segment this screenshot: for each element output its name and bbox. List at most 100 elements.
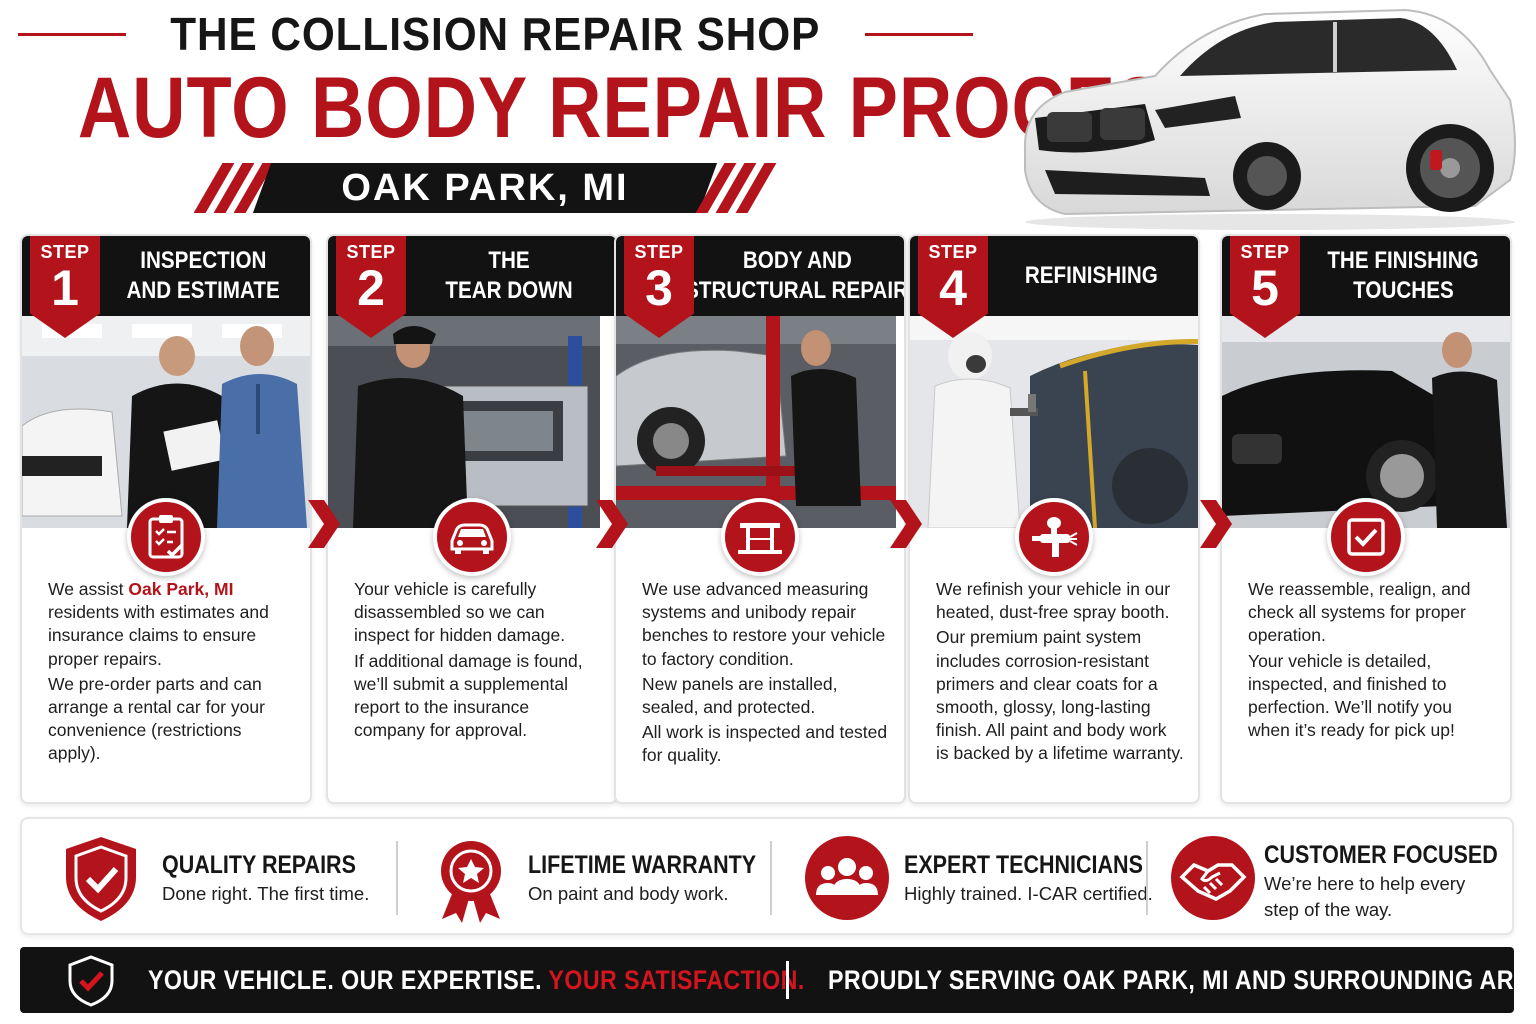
spray-gun-icon — [1015, 498, 1093, 576]
step-card-5: STEP 5 THE FINISHING TOUCHES We reassemb… — [1220, 234, 1512, 804]
shield-check-icon — [68, 955, 114, 1007]
tagline-white: YOUR VEHICLE. OUR EXPERTISE. — [148, 965, 542, 995]
feature-subtitle: We’re here to help every — [1264, 873, 1466, 894]
step-badge: STEP 2 — [336, 236, 406, 338]
shop-name: THE COLLISION REPAIR SHOP — [170, 8, 821, 60]
feature-subtitle: Highly trained. I-CAR certified. — [904, 883, 1153, 904]
step-word: STEP — [1240, 242, 1290, 262]
step-word: STEP — [40, 242, 90, 262]
step-word: STEP — [346, 242, 396, 262]
step-title: BODY AND STRUCTURAL REPAIR — [686, 236, 904, 316]
step-description: We reassemble, realign, and check all sy… — [1248, 578, 1496, 744]
divider-rule-left — [18, 32, 127, 36]
step-desc-paragraph: We pre-order parts and can arrange a ren… — [48, 673, 265, 764]
feature-divider — [396, 841, 398, 915]
footer-tagline: YOUR VEHICLE. OUR EXPERTISE. YOUR SATISF… — [148, 947, 805, 1013]
desc-text: residents with estimates and insurance c… — [48, 602, 269, 669]
step-desc-paragraph: We reassemble, realign, and check all sy… — [1248, 579, 1471, 646]
stripes-left — [193, 163, 275, 213]
white-sedan-image — [1023, 8, 1516, 230]
step-header: STEP 2 THE TEAR DOWN — [328, 236, 616, 338]
chevron-right-icon — [890, 500, 922, 548]
step-desc-paragraph: Your vehicle is carefully disassembled s… — [354, 579, 566, 646]
step-badge: STEP 5 — [1230, 236, 1300, 338]
chevron-right-icon — [308, 500, 340, 548]
step-number: 3 — [645, 260, 673, 316]
tagline-red: YOUR SATISFACTION. — [548, 965, 805, 995]
step-desc-paragraph: Our premium paint system includes corros… — [936, 627, 1184, 764]
step-desc-paragraph: We assist Oak Park, MI residents with es… — [48, 578, 296, 671]
step-badge: STEP 3 — [624, 236, 694, 338]
step-title: THE FINISHING TOUCHES — [1302, 236, 1504, 316]
step-title: REFINISHING — [990, 236, 1192, 316]
feature-quality-repairs: QUALITY REPAIRS Done right. The first ti… — [22, 819, 398, 937]
feature-expert-technicians: EXPERT TECHNICIANS Highly trained. I-CAR… — [772, 819, 1153, 937]
step-desc-paragraph: New panels are installed, sealed, and pr… — [642, 673, 838, 718]
step-card-2: STEP 2 THE TEAR DOWN Your vehicle is car… — [326, 234, 618, 804]
award-ribbon-icon — [441, 841, 501, 923]
step-number: 1 — [51, 260, 79, 316]
feature-divider — [1146, 841, 1148, 915]
step-desc-paragraph: If additional damage is found, we’ll sub… — [354, 650, 583, 741]
location-highlight: Oak Park, MI — [128, 579, 234, 599]
checkbox-icon — [1327, 498, 1405, 576]
clipboard-check-icon — [127, 498, 205, 576]
location-banner: OAK PARK, MI — [193, 163, 777, 213]
step-card-1: STEP 1 INSPECTION AND ESTIMATE We assist… — [20, 234, 312, 804]
step-title: INSPECTION AND ESTIMATE — [102, 236, 304, 316]
step-title-line2: STRUCTURAL REPAIR — [685, 277, 906, 304]
step-header: STEP 1 INSPECTION AND ESTIMATE — [22, 236, 310, 338]
step-title-line1: THE FINISHING — [1327, 247, 1479, 274]
step-description: Your vehicle is carefully disassembled s… — [354, 578, 602, 744]
feature-customer-focused: CUSTOMER FOCUSED We’re here to help ever… — [1148, 819, 1514, 937]
step-card-3: STEP 3 BODY AND STRUCTURAL REPAIR We use… — [614, 234, 906, 804]
feature-title: EXPERT TECHNICIANS — [904, 851, 1143, 879]
step-title-line1: REFINISHING — [1024, 262, 1158, 289]
shop-name-line: THE COLLISION REPAIR SHOP — [18, 8, 974, 60]
step-word: STEP — [634, 242, 684, 262]
finishing-touches-photo — [1222, 316, 1510, 528]
step-badge: STEP 1 — [30, 236, 100, 338]
step-title-line2: TOUCHES — [1352, 277, 1454, 304]
step-title-line2: TEAR DOWN — [445, 277, 573, 304]
feature-subtitle: On paint and body work. — [528, 883, 729, 904]
step-desc-paragraph: Your vehicle is detailed, inspected, and… — [1248, 650, 1455, 741]
feature-subtitle: Done right. The first time. — [162, 883, 370, 904]
inspection-photo — [22, 316, 310, 528]
feature-lifetime-warranty: LIFETIME WARRANTY On paint and body work… — [398, 819, 770, 937]
header: THE COLLISION REPAIR SHOP AUTO BODY REPA… — [0, 0, 1216, 225]
feature-title: QUALITY REPAIRS — [162, 851, 356, 879]
service-area-text: PROUDLY SERVING OAK PARK, MI AND SURROUN… — [828, 965, 1536, 995]
step-word: STEP — [928, 242, 978, 262]
step-badge: STEP 4 — [918, 236, 988, 338]
shield-check-icon — [66, 837, 136, 921]
features-bar: QUALITY REPAIRS Done right. The first ti… — [20, 817, 1514, 935]
step-number: 5 — [1251, 260, 1279, 316]
step-desc-paragraph: We use advanced measuring systems and un… — [642, 579, 886, 669]
tear-down-photo — [328, 316, 616, 528]
car-icon — [433, 498, 511, 576]
step-title-line1: BODY AND — [742, 247, 852, 274]
structural-repair-photo — [616, 316, 904, 528]
footer-divider — [786, 961, 789, 999]
divider-rule-right — [864, 32, 974, 36]
step-title-line1: THE — [488, 247, 530, 274]
step-header: STEP 4 REFINISHING — [910, 236, 1198, 338]
refinishing-photo — [910, 316, 1198, 528]
feature-title: LIFETIME WARRANTY — [528, 851, 757, 879]
location-text: OAK PARK, MI — [341, 167, 629, 209]
step-desc-paragraph: We refinish your vehicle in our heated, … — [936, 579, 1171, 623]
handshake-icon — [1171, 836, 1255, 920]
footer-banner: YOUR VEHICLE. OUR EXPERTISE. YOUR SATISF… — [20, 947, 1536, 1013]
frame-bench-icon — [721, 498, 799, 576]
desc-text: We assist — [48, 579, 129, 599]
chevron-right-icon — [1200, 500, 1232, 548]
step-description: We assist Oak Park, MI residents with es… — [48, 578, 296, 768]
step-title-line2: AND ESTIMATE — [126, 277, 280, 304]
chevron-right-icon — [596, 500, 628, 548]
step-header: STEP 3 BODY AND STRUCTURAL REPAIR — [616, 236, 904, 338]
step-title-line1: INSPECTION — [139, 247, 267, 274]
step-title: THE TEAR DOWN — [408, 236, 610, 316]
step-number: 4 — [939, 260, 967, 316]
step-description: We refinish your vehicle in our heated, … — [936, 578, 1184, 768]
